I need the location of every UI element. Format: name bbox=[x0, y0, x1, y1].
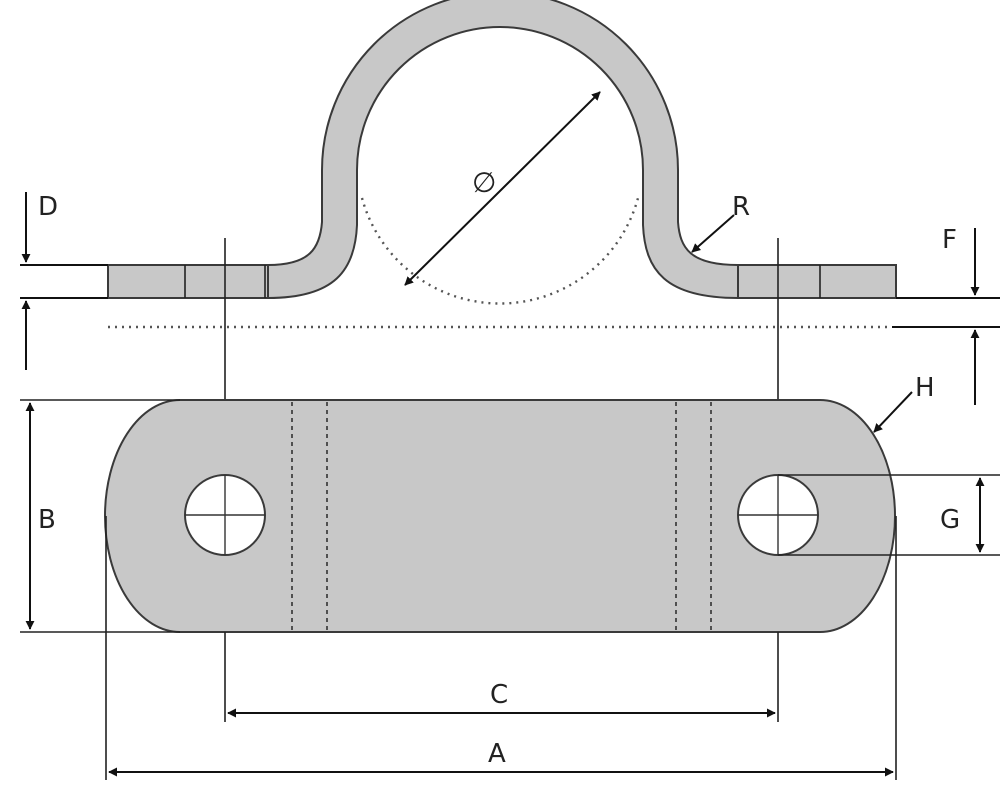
d-label: D bbox=[38, 192, 58, 222]
radius-label: R bbox=[732, 192, 750, 222]
g-label: G bbox=[940, 505, 960, 535]
left-flange bbox=[107, 264, 269, 299]
radius-leader bbox=[691, 214, 735, 253]
diameter-label: ∅ bbox=[472, 166, 496, 199]
side-view: ∅ R D F bbox=[20, 0, 1000, 405]
pipe-outline bbox=[360, 197, 640, 305]
right-flange bbox=[737, 264, 897, 299]
diameter-dimension bbox=[404, 91, 601, 286]
f-label: F bbox=[942, 225, 957, 255]
a-label: A bbox=[488, 739, 506, 769]
b-label: B bbox=[38, 505, 56, 535]
c-label: C bbox=[490, 680, 508, 710]
clamp-plate bbox=[104, 399, 896, 633]
h-label: H bbox=[915, 373, 935, 403]
h-leader bbox=[873, 391, 913, 433]
saddle-arch bbox=[267, 0, 739, 300]
plan-view: B G H C A bbox=[20, 373, 1000, 780]
